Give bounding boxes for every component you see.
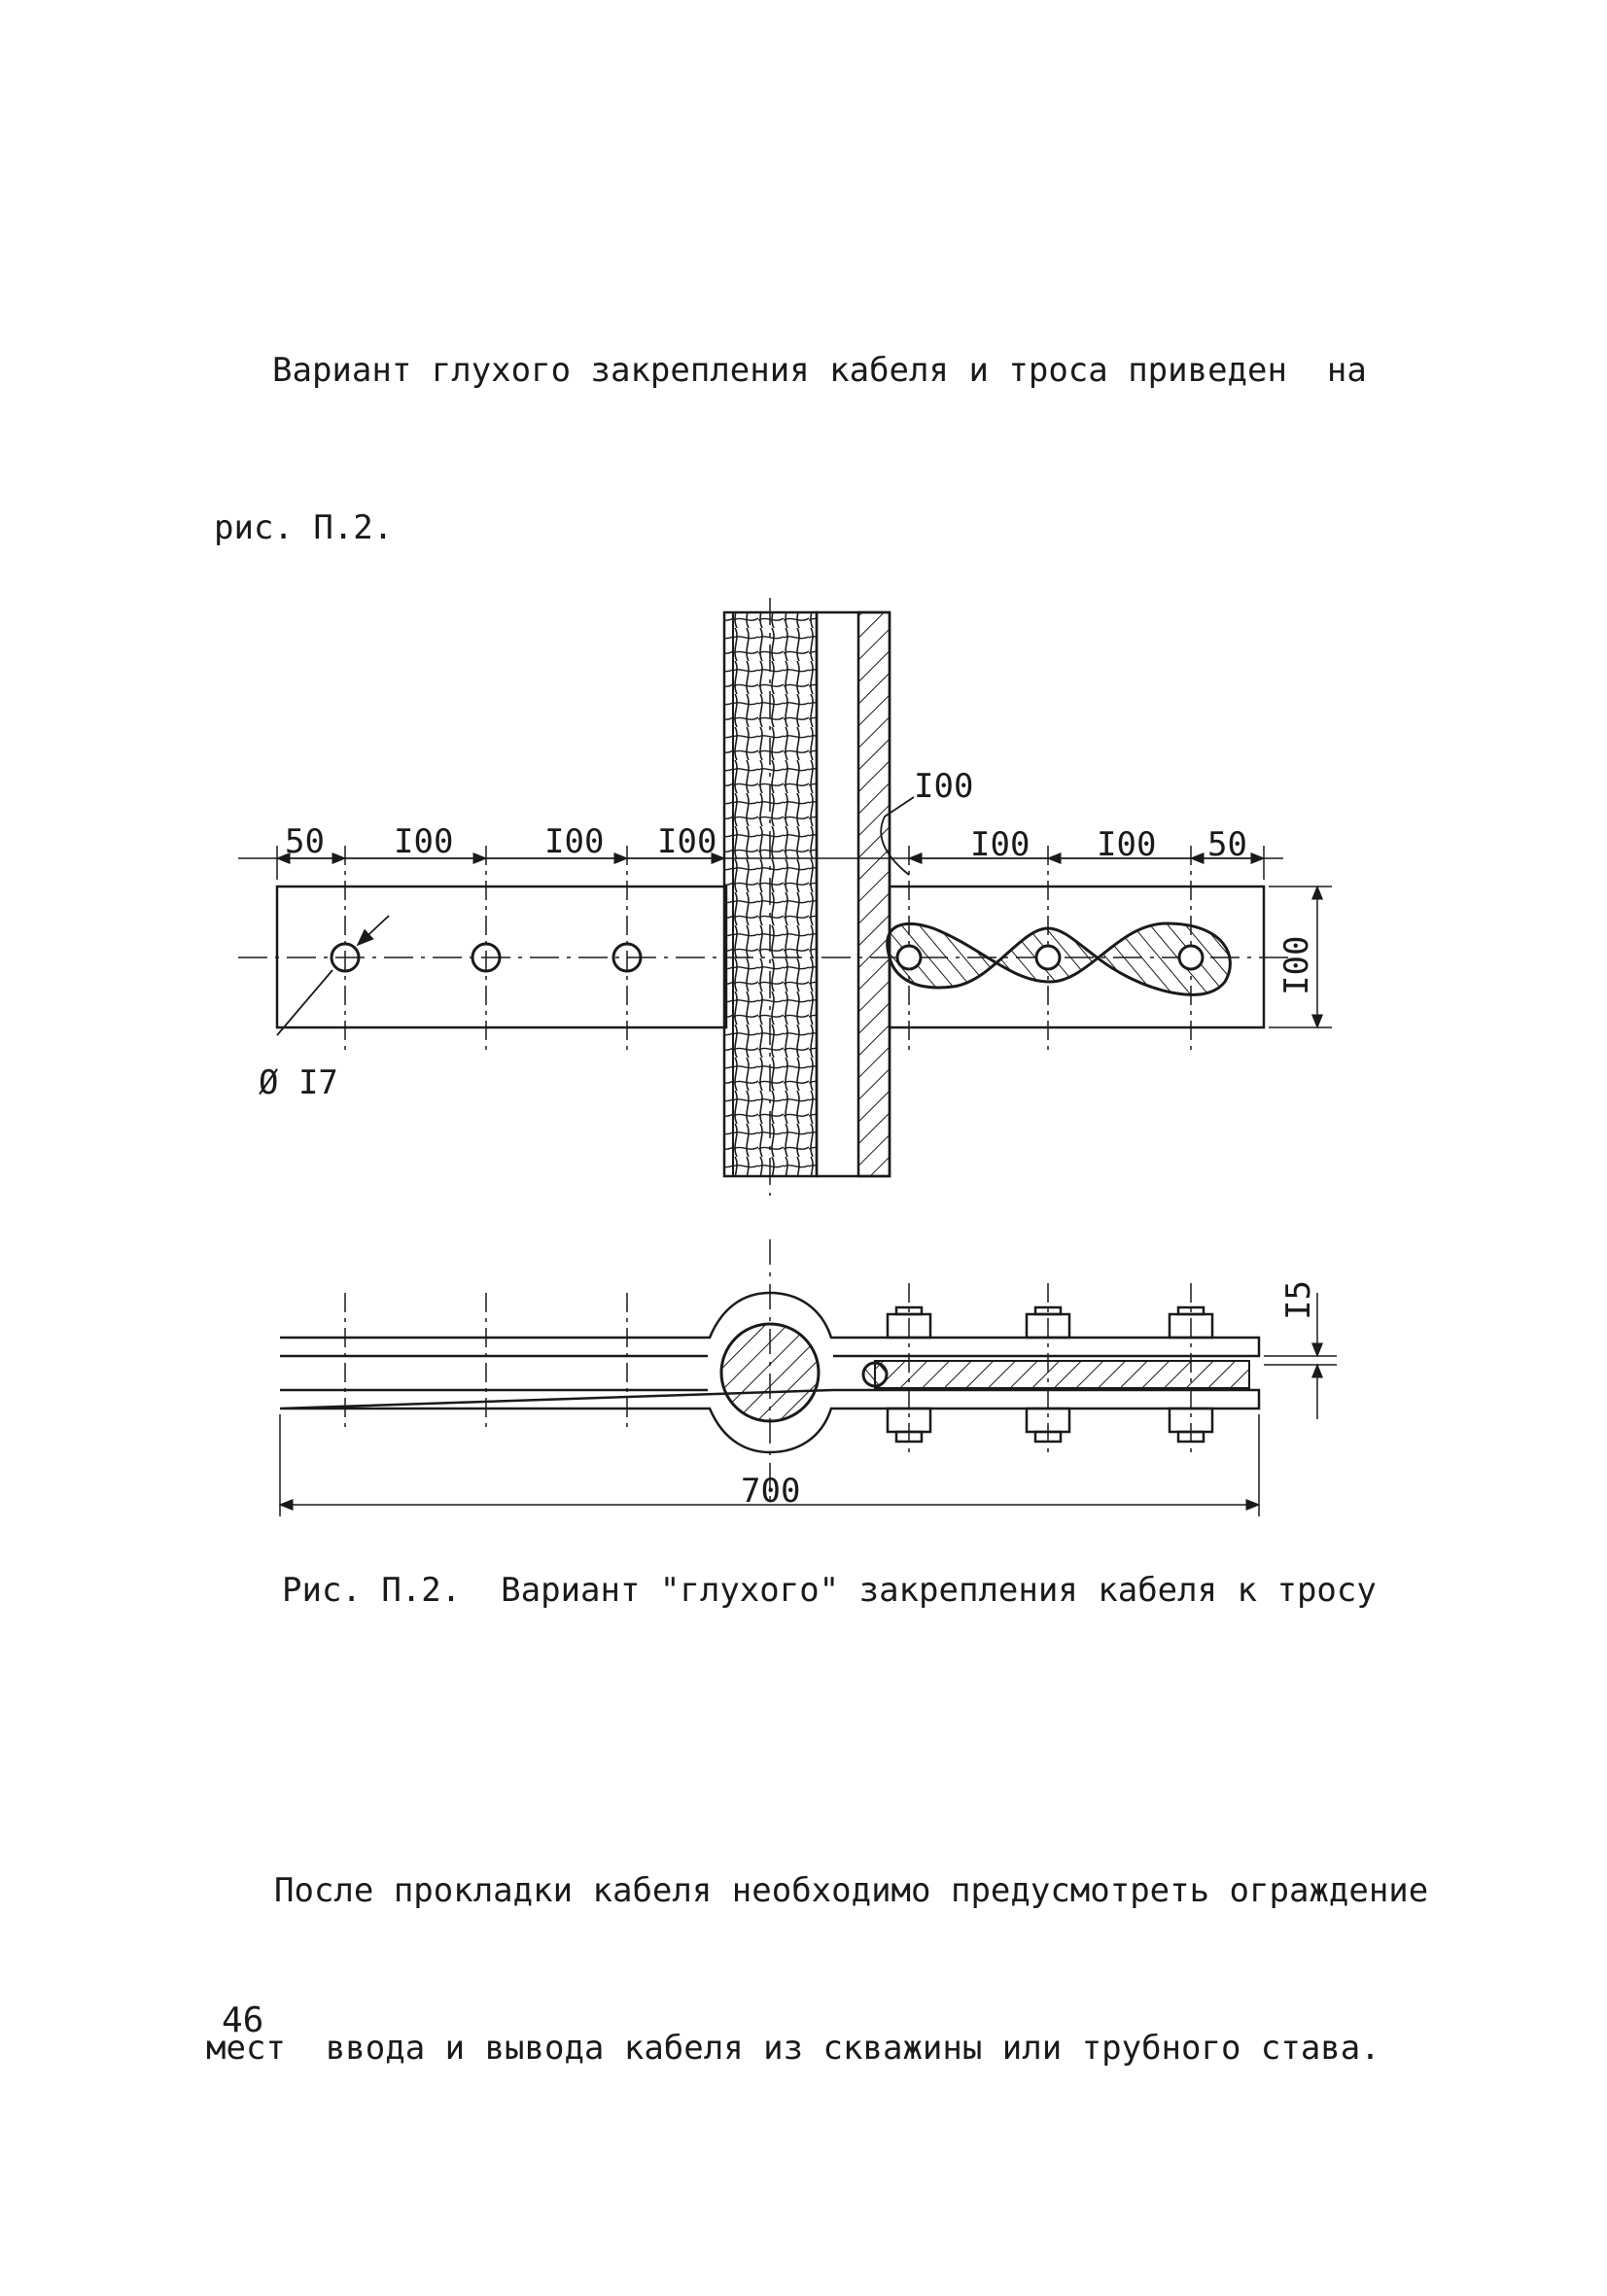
closing-line-1: После прокладки кабеля необходимо предус…: [274, 1871, 1429, 1910]
plan-view: [238, 598, 1332, 1196]
section-view: [278, 1239, 1337, 1516]
closing-line-2: мест ввода и вывода кабеля из скважины и…: [206, 2029, 1380, 2068]
hole-2: [471, 942, 502, 973]
rope-hatched: [856, 610, 891, 1178]
hole-3: [611, 942, 643, 973]
dim-100-c: I00: [657, 822, 716, 861]
dim-50-right: 50: [1207, 825, 1247, 864]
dim-100-a: I00: [394, 822, 453, 861]
hole-1: [330, 942, 361, 973]
page-number: 46: [222, 2000, 264, 2040]
dim-height-100: I00: [1277, 936, 1316, 995]
intro-line-2: рис. П.2.: [214, 508, 394, 547]
dim-50-left: 50: [285, 822, 325, 861]
dim-100-rope: I00: [914, 767, 973, 806]
intro-line-1: Вариант глухого закрепления кабеля и тро…: [272, 351, 1367, 390]
dim-length-700: 700: [741, 1472, 800, 1511]
dim-gap-15: I5: [1279, 1280, 1318, 1320]
dim-100-d: I00: [970, 825, 1030, 864]
dim-hole-diameter: Ø I7: [259, 1063, 338, 1102]
figure-caption: Рис. П.2. Вариант "глухого" закрепления …: [282, 1571, 1377, 1610]
dim-100-b: I00: [544, 822, 604, 861]
dim-100-e: I00: [1097, 825, 1156, 864]
closing-paragraph: После прокладки кабеля необходимо предус…: [206, 1759, 1428, 2127]
intro-paragraph: Вариант глухого закрепления кабеля и тро…: [214, 239, 1367, 607]
rope-section: [874, 1360, 1250, 1389]
